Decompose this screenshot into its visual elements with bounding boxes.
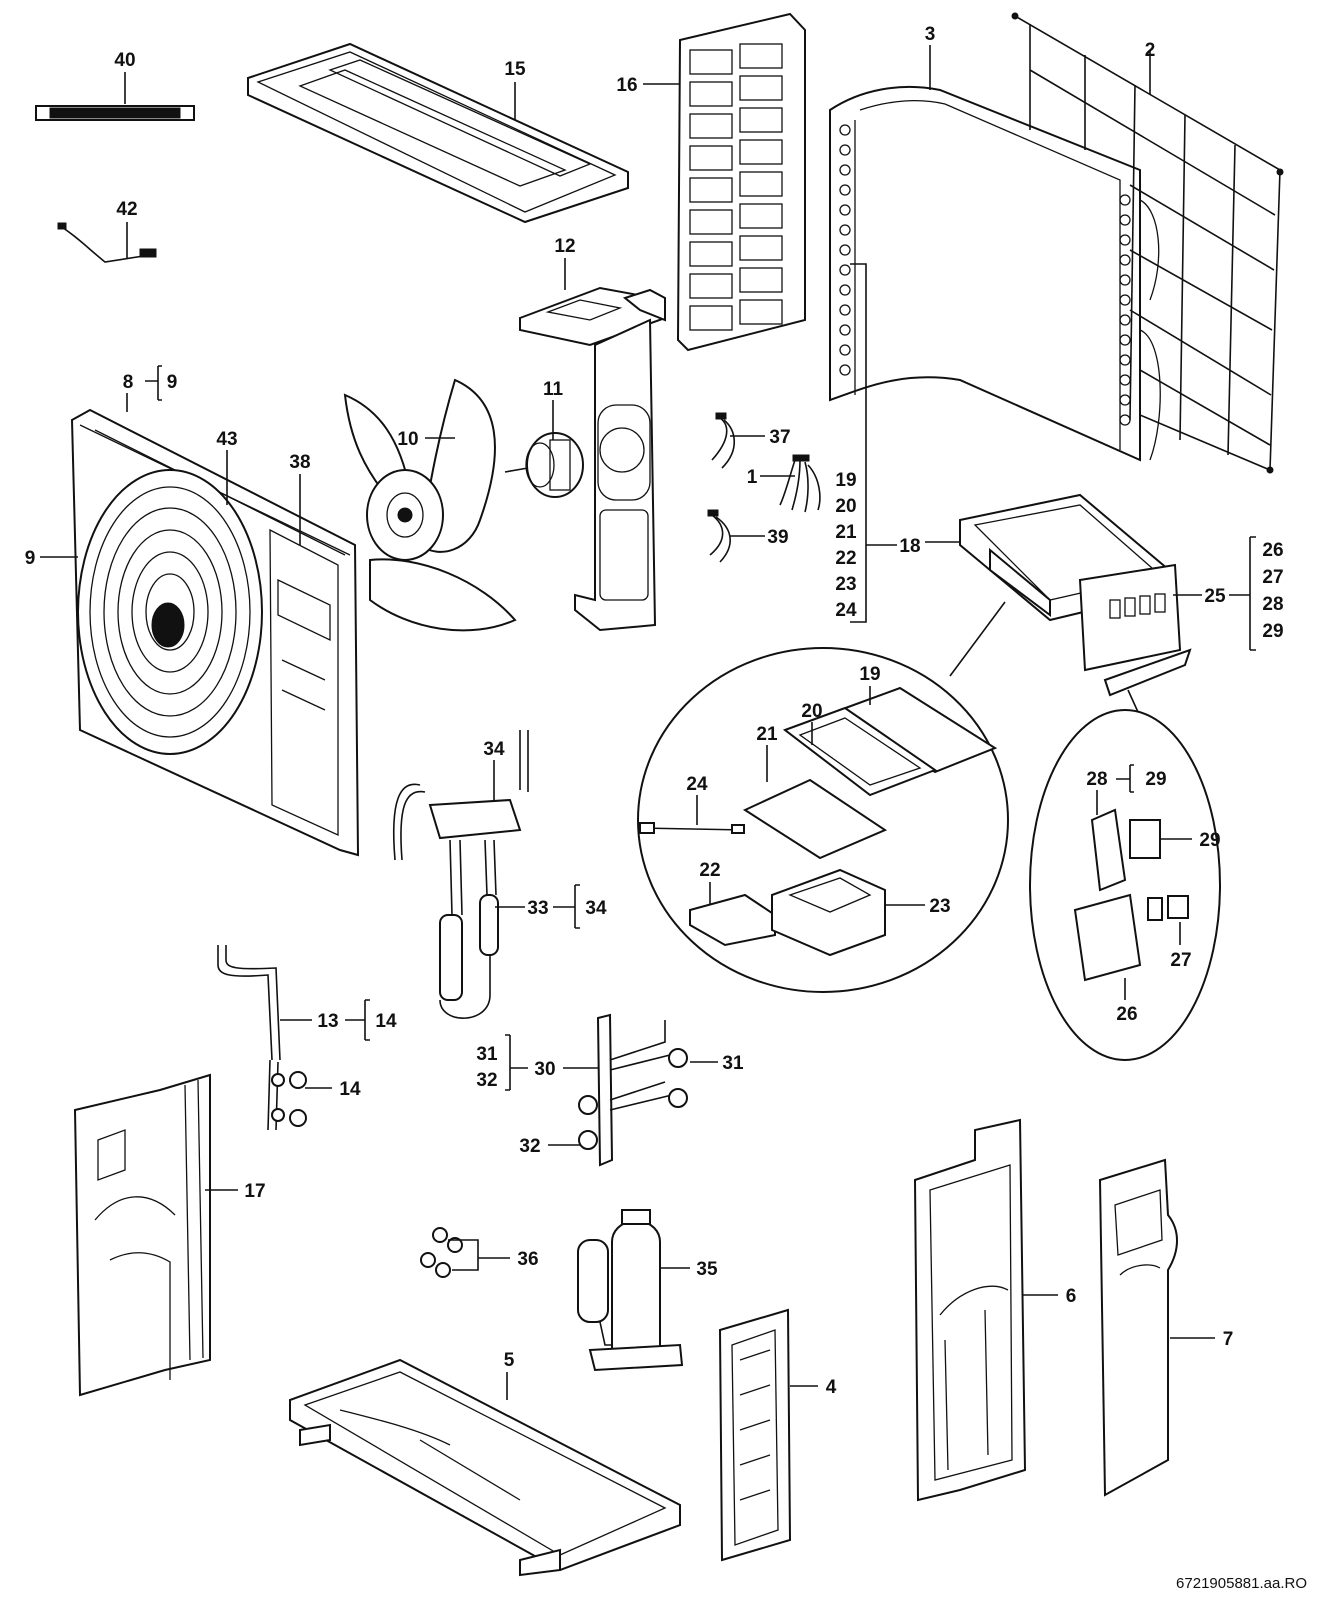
label-11: 11 [543, 379, 564, 400]
label-detail-28: 28 [1086, 769, 1107, 790]
label-33: 33 [527, 898, 548, 919]
part-2-rear-grille [1011, 12, 1284, 474]
label-10: 10 [397, 429, 418, 450]
motor-bracket-frame [574, 318, 657, 632]
label-33-ref-34: 34 [585, 898, 607, 919]
label-group-21: 21 [835, 522, 857, 543]
label-group-32: 32 [476, 1070, 497, 1091]
label-8-ref-9: 9 [167, 372, 178, 393]
label-detail-24: 24 [686, 774, 708, 795]
label-16: 16 [616, 75, 637, 96]
label-group-26: 26 [1262, 540, 1283, 561]
part-31-valve [668, 1048, 688, 1108]
document-id: 6721905881.aa.RO [1176, 1575, 1307, 1592]
part-6-rear-frame [913, 1118, 1027, 1502]
part-36-nuts [420, 1227, 463, 1278]
label-43: 43 [216, 429, 237, 450]
label-34: 34 [483, 739, 505, 760]
label-18: 18 [899, 536, 920, 557]
label-5: 5 [504, 1350, 515, 1371]
part-35-compressor [577, 1209, 684, 1372]
label-detail-28-ref-29: 29 [1145, 769, 1166, 790]
label-detail-19: 19 [859, 664, 880, 685]
label-detail-22: 22 [699, 860, 720, 881]
part-13-pipe [217, 945, 281, 1131]
label-group-27: 27 [1262, 567, 1283, 588]
label-group-19: 19 [835, 470, 856, 491]
part-10-fan-blade [343, 378, 517, 632]
label-17: 17 [244, 1181, 265, 1202]
part-39-wire [707, 509, 731, 563]
label-2: 2 [1145, 40, 1156, 61]
detail-circle-control-box [637, 601, 1009, 993]
label-group-24: 24 [835, 600, 857, 621]
part-42-cable [57, 222, 157, 263]
part-30-valve-plate [596, 1013, 673, 1167]
label-detail-26: 26 [1116, 1004, 1137, 1025]
label-13-ref-14: 14 [375, 1011, 397, 1032]
part-4-side-piece [718, 1308, 792, 1562]
detail-circle-terminal-board [1029, 689, 1221, 1061]
part-17-side-panel [73, 1073, 211, 1397]
label-38: 38 [289, 452, 310, 473]
part-40-drain-hose [35, 105, 195, 121]
part-25-terminal-board [1078, 563, 1192, 697]
label-15: 15 [504, 59, 526, 80]
label-31: 31 [722, 1053, 744, 1074]
label-37: 37 [769, 427, 790, 448]
label-group-31: 31 [476, 1044, 498, 1065]
label-group-20: 20 [835, 496, 856, 517]
label-42: 42 [116, 199, 137, 220]
label-39: 39 [767, 527, 788, 548]
label-group-23: 23 [835, 574, 856, 595]
label-30: 30 [534, 1059, 555, 1080]
label-3: 3 [925, 24, 936, 45]
part-5-base-pan [289, 1358, 681, 1577]
label-1: 1 [747, 467, 758, 488]
label-4: 4 [826, 1377, 837, 1398]
label-7: 7 [1223, 1329, 1234, 1350]
part-32-valve [578, 1095, 598, 1150]
label-detail-21: 21 [756, 724, 778, 745]
label-13: 13 [317, 1011, 338, 1032]
part-14-valves [271, 1071, 307, 1127]
label-14: 14 [339, 1079, 361, 1100]
part-11-fan-motor [504, 432, 584, 498]
label-group-22: 22 [835, 548, 856, 569]
part-number-labels: 40 15 16 3 2 42 12 8 9 11 10 43 38 9 37 … [25, 24, 1284, 1398]
part-3-condenser-coil [829, 85, 1161, 462]
label-35: 35 [696, 1259, 718, 1280]
label-detail-27: 27 [1170, 950, 1191, 971]
label-detail-20: 20 [801, 701, 822, 722]
part-1-wires [779, 454, 821, 513]
label-36: 36 [517, 1249, 538, 1270]
label-group-28: 28 [1262, 594, 1283, 615]
label-8: 8 [123, 372, 134, 393]
part-9-front-panel [70, 408, 360, 857]
label-32: 32 [519, 1136, 540, 1157]
label-detail-23: 23 [929, 896, 950, 917]
part-33-valve-assembly [392, 730, 529, 1019]
part-15-top-cover [247, 42, 629, 224]
label-40: 40 [114, 50, 135, 71]
leader-lines [40, 45, 1256, 1400]
part-16-side-panel [676, 12, 806, 352]
part-37-wire [711, 412, 736, 469]
label-12: 12 [554, 236, 575, 257]
label-25: 25 [1204, 586, 1226, 607]
label-detail-29: 29 [1199, 830, 1220, 851]
part-7-side-cover [1098, 1158, 1178, 1497]
label-group-29: 29 [1262, 621, 1283, 642]
label-9: 9 [25, 548, 36, 569]
label-6: 6 [1066, 1286, 1077, 1307]
